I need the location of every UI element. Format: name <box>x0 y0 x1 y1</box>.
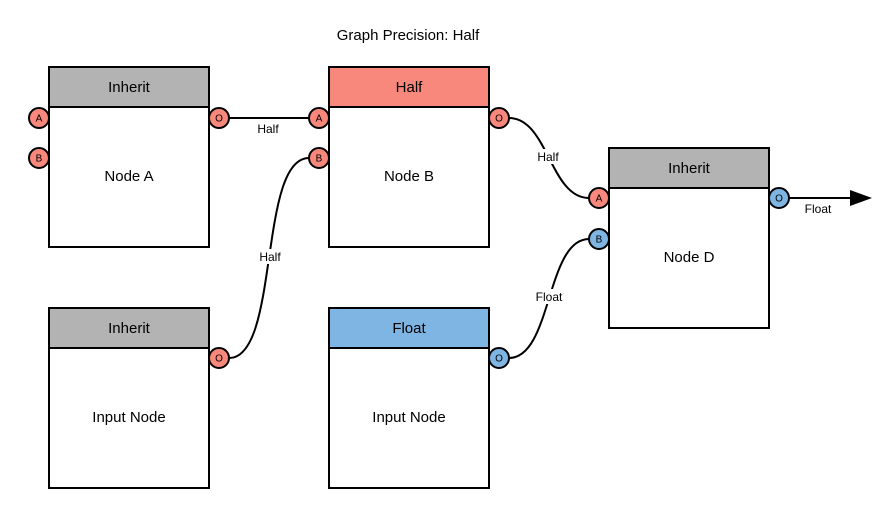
node-d-port-a <box>588 187 610 209</box>
node-d-port-b <box>588 228 610 250</box>
node-b-port-o <box>488 107 510 129</box>
input-node-right-title: Input Node <box>372 409 445 426</box>
edge-label-inputright-to-noded: Float <box>536 290 563 304</box>
edge-label-bg <box>796 201 840 216</box>
edge-label-inputleft-to-nodeb: Half <box>259 250 281 264</box>
node-a-port-b-label: B <box>36 154 43 165</box>
node-a-port-o <box>208 107 230 129</box>
input-node-left-port-o-label: O <box>215 354 223 365</box>
node-a-title: Node A <box>104 168 153 185</box>
node-d: Inherit Node D A B O <box>588 147 790 329</box>
node-b: Half Node B A B O <box>308 66 510 248</box>
edge-label-nodeb-to-noded: Half <box>537 150 559 164</box>
node-a-port-a <box>28 107 50 129</box>
edge-label-bg <box>250 249 290 264</box>
node-b-header <box>328 66 490 108</box>
node-d-title: Node D <box>664 249 715 266</box>
input-node-right-port-o-label: O <box>495 354 503 365</box>
node-a-header-label: Inherit <box>108 79 151 96</box>
node-a-port-o-label: O <box>215 114 223 125</box>
node-d-header <box>608 147 770 189</box>
node-b-port-b <box>308 147 330 169</box>
node-a-port-a-label: A <box>36 114 43 125</box>
edge-label-nodea-to-nodeb: Half <box>257 122 279 136</box>
node-b-port-a <box>308 107 330 129</box>
edge-label-noded-output: Float <box>805 202 832 216</box>
input-node-left-header-label: Inherit <box>108 320 151 337</box>
arrow-head-icon <box>850 190 872 206</box>
node-d-port-a-label: A <box>596 194 603 205</box>
edge-label-bg <box>528 149 568 164</box>
input-node-right-header <box>328 307 490 349</box>
graph-title: Graph Precision: Half <box>337 27 480 44</box>
node-a-port-b <box>28 147 50 169</box>
edge-label-bg <box>248 122 288 137</box>
input-node-left-header <box>48 307 210 349</box>
node-a-header <box>48 66 210 108</box>
node-b-title: Node B <box>384 168 434 185</box>
input-node-right-port-o <box>488 347 510 369</box>
node-d-port-b-label: B <box>596 235 603 246</box>
input-node-right-header-label: Float <box>392 320 426 337</box>
node-b-port-o-label: O <box>495 114 503 125</box>
input-node-left: Inherit Input Node O <box>48 307 230 489</box>
input-node-left-title: Input Node <box>92 409 165 426</box>
node-b-port-b-label: B <box>316 154 323 165</box>
node-b-port-a-label: A <box>316 114 323 125</box>
input-node-left-port-o <box>208 347 230 369</box>
node-a: Inherit Node A A B O <box>28 66 230 248</box>
node-d-port-o <box>768 187 790 209</box>
edge-label-bg <box>527 289 571 304</box>
node-d-header-label: Inherit <box>668 160 711 177</box>
edge-labels: Half Half Half Float Float <box>248 122 840 304</box>
node-d-port-o-label: O <box>775 194 783 205</box>
input-node-right: Float Input Node O <box>328 307 510 489</box>
node-b-header-label: Half <box>396 79 424 96</box>
